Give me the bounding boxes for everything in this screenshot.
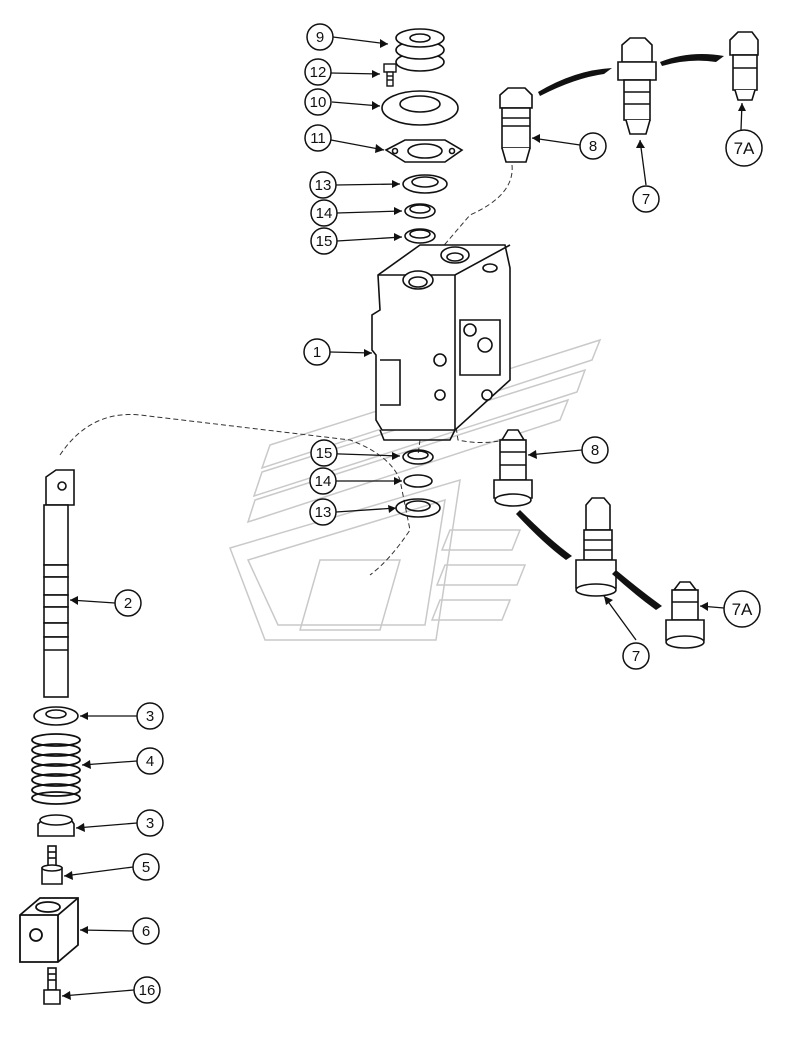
screw-part-16 [43, 967, 61, 1005]
callout-14-bottom: 14 [315, 473, 332, 490]
callout-16: 16 [139, 982, 156, 999]
washer-part-3-bottom [37, 814, 75, 837]
callout-5: 5 [142, 859, 150, 876]
callout-1: 1 [313, 344, 321, 361]
cover-part-10 [381, 90, 459, 126]
callout-7a-top: 7A [734, 139, 755, 158]
screw-part-5 [41, 845, 63, 885]
callout-3-top: 3 [146, 708, 154, 725]
spool-part-2 [43, 469, 75, 698]
callout-9: 9 [316, 29, 324, 46]
callout-labels: 9 12 10 11 13 14 15 1 8 7 7A 15 14 13 8 … [124, 29, 755, 999]
callout-11: 11 [310, 130, 326, 147]
callout-2: 2 [124, 595, 132, 612]
cartridge-part-8-top [499, 87, 533, 163]
gasket-part-11 [384, 139, 464, 163]
seal-part-15-bottom [402, 449, 434, 465]
seal-part-15-top [404, 228, 436, 244]
callout-15-top: 15 [316, 233, 333, 250]
washer-part-3-top [33, 706, 79, 726]
callout-10: 10 [310, 94, 327, 111]
callout-13-top: 13 [315, 177, 332, 194]
callout-8-bottom: 8 [591, 442, 599, 459]
callout-7-bottom: 7 [632, 648, 640, 665]
valve-part-7a-top [729, 31, 759, 101]
callout-14-top: 14 [316, 205, 333, 222]
cartridge-part-8-bottom [493, 429, 533, 507]
ring-part-13-top [402, 174, 448, 194]
leader-lines [61, 36, 743, 997]
callout-7a-bottom: 7A [732, 600, 753, 619]
plug-part-9 [395, 28, 445, 72]
callout-4: 4 [146, 753, 154, 770]
callout-13-bottom: 13 [315, 504, 332, 521]
swoop-arrows [516, 54, 724, 610]
callout-7-top: 7 [642, 191, 650, 208]
valve-part-7-top [617, 37, 657, 135]
callout-15-bottom: 15 [316, 445, 333, 462]
callout-3-bottom: 3 [146, 815, 154, 832]
ring-part-14-top [404, 203, 436, 219]
valve-body-part-1 [371, 244, 511, 441]
callout-12: 12 [310, 64, 327, 81]
bolt-part-12 [383, 63, 397, 87]
valve-part-7a-bottom [665, 581, 705, 649]
valve-part-7-bottom [575, 497, 617, 597]
arrow-heads [62, 39, 746, 1000]
callout-circles [114, 23, 763, 1004]
spring-part-4 [31, 733, 81, 805]
cap-part-6 [19, 897, 79, 963]
connection-lines [59, 164, 513, 576]
callout-8-top: 8 [589, 138, 597, 155]
ring-part-14-bottom [403, 474, 433, 488]
callout-6: 6 [142, 923, 150, 940]
